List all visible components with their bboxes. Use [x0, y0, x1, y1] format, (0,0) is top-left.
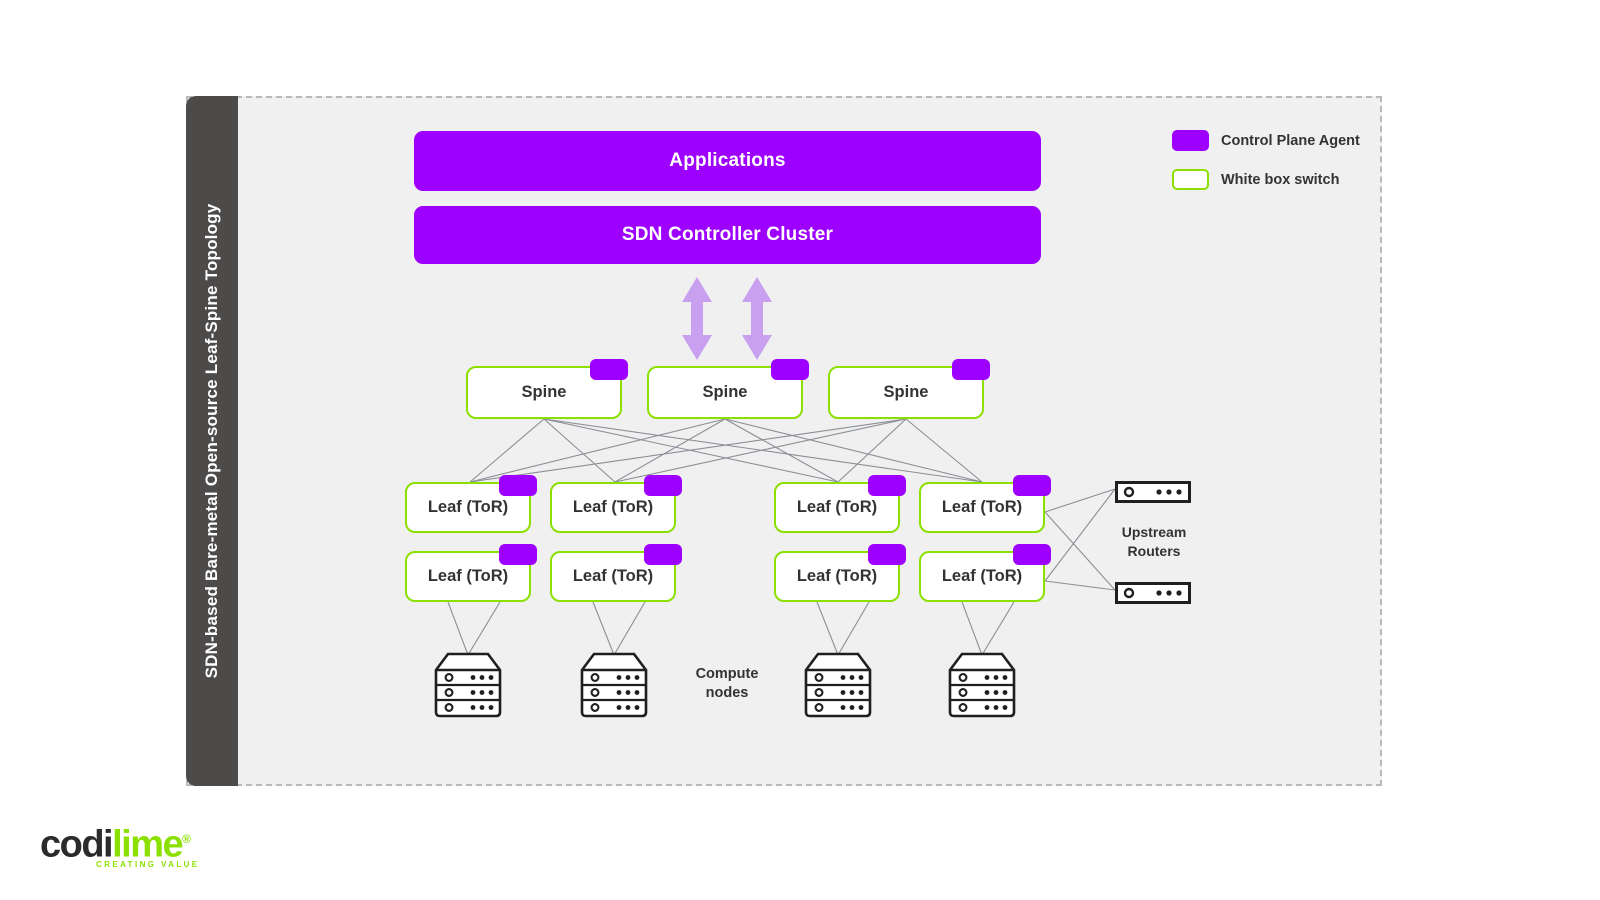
control-plane-agent-badge [499, 544, 537, 565]
registered-trademark-icon: ® [182, 832, 191, 846]
leaf-switch-4[interactable]: Leaf (ToR) [919, 475, 1051, 533]
applications-layer: Applications [414, 131, 1041, 191]
leaf-switch-label: Leaf (ToR) [427, 498, 509, 516]
upstream-routers-label-line2: Routers [1127, 543, 1181, 559]
legend-item-control-plane-agent: Control Plane Agent [1172, 130, 1402, 151]
spine-switch-2[interactable]: Spine [647, 359, 809, 419]
logo-text-codi: codi [40, 823, 114, 866]
applications-label: Applications [669, 150, 786, 171]
server-icon-2 [580, 652, 648, 718]
diagram-title-bar: SDN-based Bare-metal Open-source Leaf-Sp… [186, 96, 238, 786]
control-plane-agent-swatch [1172, 130, 1209, 151]
sdn-controller-cluster-layer: SDN Controller Cluster [414, 206, 1041, 264]
leaf-switch-1[interactable]: Leaf (ToR) [405, 475, 537, 533]
leaf-switch-8[interactable]: Leaf (ToR) [919, 544, 1051, 602]
leaf-switch-5[interactable]: Leaf (ToR) [405, 544, 537, 602]
leaf-switch-label: Leaf (ToR) [427, 567, 509, 585]
control-plane-agent-badge [952, 359, 990, 380]
control-plane-agent-badge [868, 475, 906, 496]
control-plane-agent-badge [499, 475, 537, 496]
leaf-switch-label: Leaf (ToR) [572, 498, 654, 516]
diagram-title: SDN-based Bare-metal Open-source Leaf-Sp… [202, 203, 221, 679]
server-icon-1 [434, 652, 502, 718]
legend-label-white-box-switch: White box switch [1221, 171, 1340, 188]
control-plane-agent-badge [644, 544, 682, 565]
spine-switch-label: Spine [702, 383, 748, 401]
leaf-switch-6[interactable]: Leaf (ToR) [550, 544, 682, 602]
leaf-switch-2[interactable]: Leaf (ToR) [550, 475, 682, 533]
spine-switch-3[interactable]: Spine [828, 359, 990, 419]
server-icon-4 [948, 652, 1016, 718]
leaf-switch-label: Leaf (ToR) [796, 498, 878, 516]
legend: Control Plane Agent White box switch [1172, 130, 1402, 208]
upstream-routers-label: Upstream Routers [1098, 523, 1210, 561]
spine-switch-label: Spine [883, 383, 929, 401]
control-plane-agent-badge [771, 359, 809, 380]
codilime-logo: codilime® CREATING VALUE [40, 820, 210, 870]
leaf-switch-3[interactable]: Leaf (ToR) [774, 475, 906, 533]
leaf-switch-7[interactable]: Leaf (ToR) [774, 544, 906, 602]
compute-nodes-label-line1: Compute [695, 666, 759, 682]
sdn-controller-label: SDN Controller Cluster [621, 224, 834, 245]
control-plane-agent-badge [590, 359, 628, 380]
router-icon-1 [1115, 481, 1191, 503]
control-plane-agent-badge [644, 475, 682, 496]
leaf-switch-label: Leaf (ToR) [941, 498, 1023, 516]
spine-switch-label: Spine [521, 383, 567, 401]
server-icon-3 [804, 652, 872, 718]
control-plane-agent-badge [1013, 475, 1051, 496]
control-plane-agent-badge [1013, 544, 1051, 565]
compute-nodes-label: Compute nodes [672, 665, 782, 703]
router-icon-2 [1115, 582, 1191, 604]
white-box-switch-swatch [1172, 169, 1209, 190]
logo-text-lime: lime [112, 823, 184, 866]
control-plane-agent-badge [868, 544, 906, 565]
leaf-switch-label: Leaf (ToR) [796, 567, 878, 585]
logo-tagline: CREATING VALUE [96, 859, 200, 869]
leaf-switch-label: Leaf (ToR) [941, 567, 1023, 585]
compute-nodes-label-line2: nodes [705, 685, 749, 701]
spine-switch-1[interactable]: Spine [466, 359, 628, 419]
leaf-switch-label: Leaf (ToR) [572, 567, 654, 585]
legend-item-white-box-switch: White box switch [1172, 169, 1402, 190]
legend-label-control-plane-agent: Control Plane Agent [1221, 132, 1360, 149]
logo-wordmark: codilime® [40, 820, 210, 864]
upstream-routers-label-line1: Upstream [1121, 524, 1187, 540]
